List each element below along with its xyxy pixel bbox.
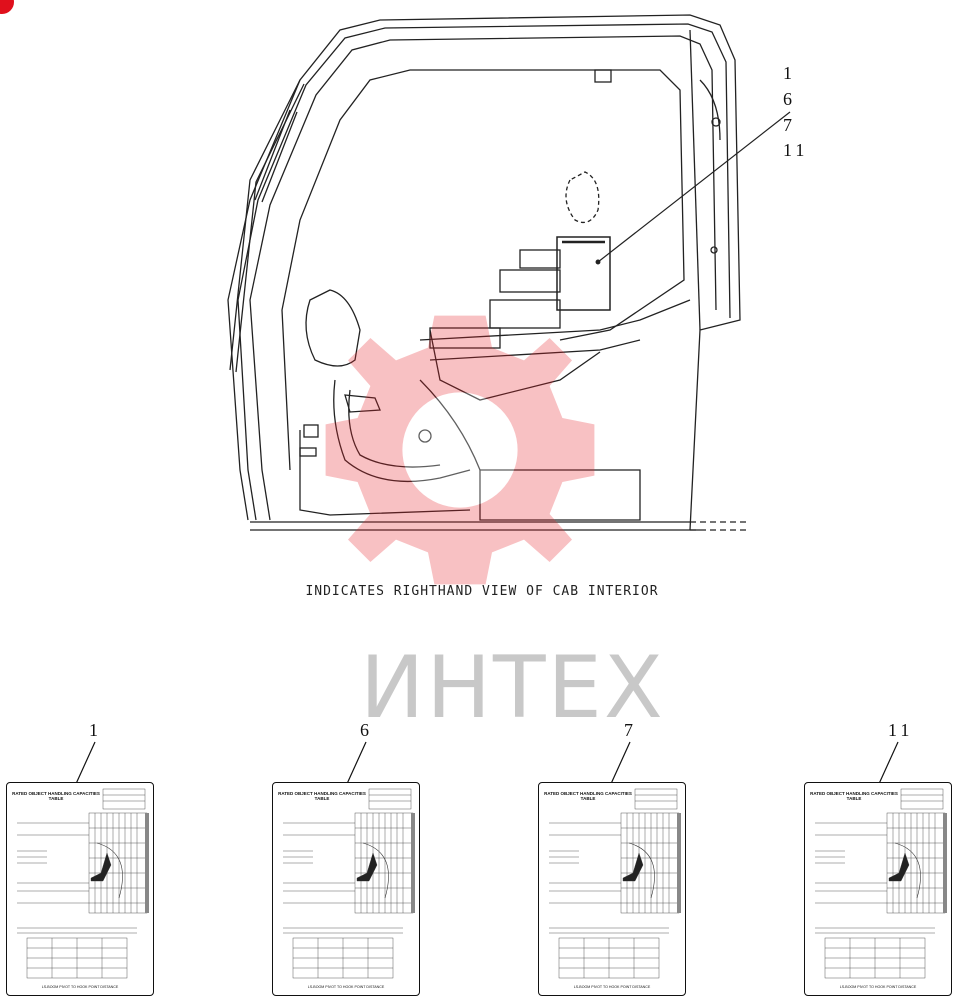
callout-11: 11 [783, 140, 809, 160]
watermark-gear-logo [325, 315, 595, 585]
card-number-7: 7 [624, 720, 633, 740]
watermark-text: ИНТЕХ [360, 638, 665, 738]
card-number-6: 6 [360, 720, 369, 740]
card-footer: LS-BOOM PIVOT TO HOOK POINT DISTANCE [573, 985, 651, 989]
card-leader-lines [74, 741, 899, 787]
card-number-1: 1 [89, 720, 98, 740]
card-title: RATED OBJECT HANDLING CAPACITIES TABLE [12, 791, 100, 801]
card-footer: LS-BOOM PIVOT TO HOOK POINT DISTANCE [307, 985, 385, 989]
card-title: RATED OBJECT HANDLING CAPACITIES TABLE [278, 791, 366, 801]
callout-7: 7 [783, 115, 792, 135]
card-chart-graphic [549, 788, 681, 979]
label-card-7: RATED OBJECT HANDLING CAPACITIES TABLE L… [538, 782, 686, 996]
label-card-11: RATED OBJECT HANDLING CAPACITIES TABLE L… [804, 782, 952, 996]
label-card-6: RATED OBJECT HANDLING CAPACITIES TABLE L… [272, 782, 420, 996]
card-chart-graphic [815, 788, 947, 979]
card-title: RATED OBJECT HANDLING CAPACITIES TABLE [810, 791, 898, 801]
callout-1: 1 [783, 63, 792, 83]
card-footer: LS-BOOM PIVOT TO HOOK POINT DISTANCE [41, 985, 119, 989]
figure-caption: INDICATES RIGHTHAND VIEW OF CAB INTERIOR [305, 584, 659, 599]
card-footer: LS-BOOM PIVOT TO HOOK POINT DISTANCE [839, 985, 917, 989]
card-chart-graphic [17, 788, 149, 979]
card-title: RATED OBJECT HANDLING CAPACITIES TABLE [544, 791, 632, 801]
label-card-1: RATED OBJECT HANDLING CAPACITIES TABLE L… [6, 782, 154, 996]
callout-6: 6 [783, 89, 792, 109]
card-number-11: 11 [888, 720, 914, 740]
cab-interior-drawing [227, 14, 791, 531]
card-chart-graphic [283, 788, 415, 979]
